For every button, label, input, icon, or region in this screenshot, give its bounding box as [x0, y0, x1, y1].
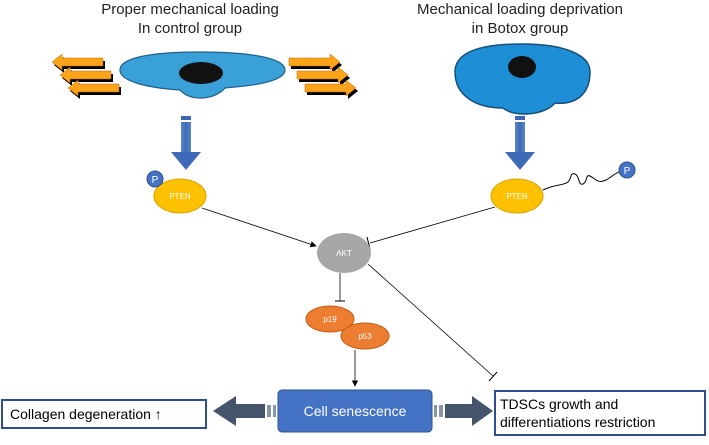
- left-condition-title: Proper mechanical loading In control gro…: [90, 0, 290, 38]
- phospho-label-right: P: [624, 166, 631, 177]
- phospho-tether: [542, 171, 621, 191]
- phospho-label-left: P: [152, 175, 159, 186]
- left-force-arrows: [51, 53, 121, 99]
- inhibition-bar: [488, 371, 498, 382]
- tdsc-line1: TDSCs growth and: [500, 396, 619, 412]
- right-down-arrow: [505, 116, 535, 170]
- right-outcome-arrow: [434, 396, 493, 426]
- force-arrow: [67, 79, 120, 97]
- force-arrow: [51, 53, 104, 71]
- p19-label: p19: [323, 315, 337, 324]
- right-condition-line1: Mechanical loading deprivation: [417, 1, 623, 18]
- p53-label: p53: [358, 332, 372, 341]
- force-arrow: [59, 66, 112, 84]
- p53-node: [340, 322, 390, 350]
- force-arrow: [296, 66, 349, 84]
- left-outcome-arrow: [213, 396, 276, 426]
- right-force-arrows: [288, 53, 358, 99]
- akt-to-tdsc-inhibition: [367, 263, 494, 377]
- tdsc-line2: differentiations restriction: [500, 414, 656, 430]
- rounded-cell: [454, 43, 591, 115]
- right-condition-title: Mechanical loading deprivation in Botox …: [405, 0, 635, 38]
- left-condition-line2: In control group: [137, 20, 243, 37]
- collagen-box: Collagen degeneration ↑: [1, 399, 207, 429]
- force-arrow: [288, 53, 341, 71]
- p19-node: [305, 305, 355, 333]
- senescence-box: [277, 389, 433, 433]
- left-down-arrow: [171, 116, 201, 170]
- tdsc-box: TDSCs growth and differentiations restri…: [494, 390, 706, 436]
- senescence-label: Cell senescence: [304, 403, 407, 419]
- cell-nucleus: [508, 56, 536, 78]
- cell-nucleus: [179, 62, 223, 84]
- pten-akt-inhibition: [369, 206, 496, 244]
- phospho-circle-left: [146, 170, 164, 188]
- akt-label: AKT: [336, 249, 352, 258]
- right-condition-line2: in Botox group: [471, 20, 569, 37]
- pten-label-right: PTEN: [506, 192, 528, 201]
- pten-to-akt-arrow: [201, 207, 317, 248]
- force-arrow: [304, 79, 357, 97]
- pten-node-right: [490, 178, 544, 214]
- collagen-label: Collagen degeneration ↑: [10, 406, 162, 422]
- left-condition-line1: Proper mechanical loading: [101, 1, 279, 18]
- phospho-circle-right: [618, 161, 636, 179]
- akt-node: [317, 233, 371, 273]
- pten-node-left: [153, 178, 207, 214]
- pten-label-left: PTEN: [169, 192, 191, 201]
